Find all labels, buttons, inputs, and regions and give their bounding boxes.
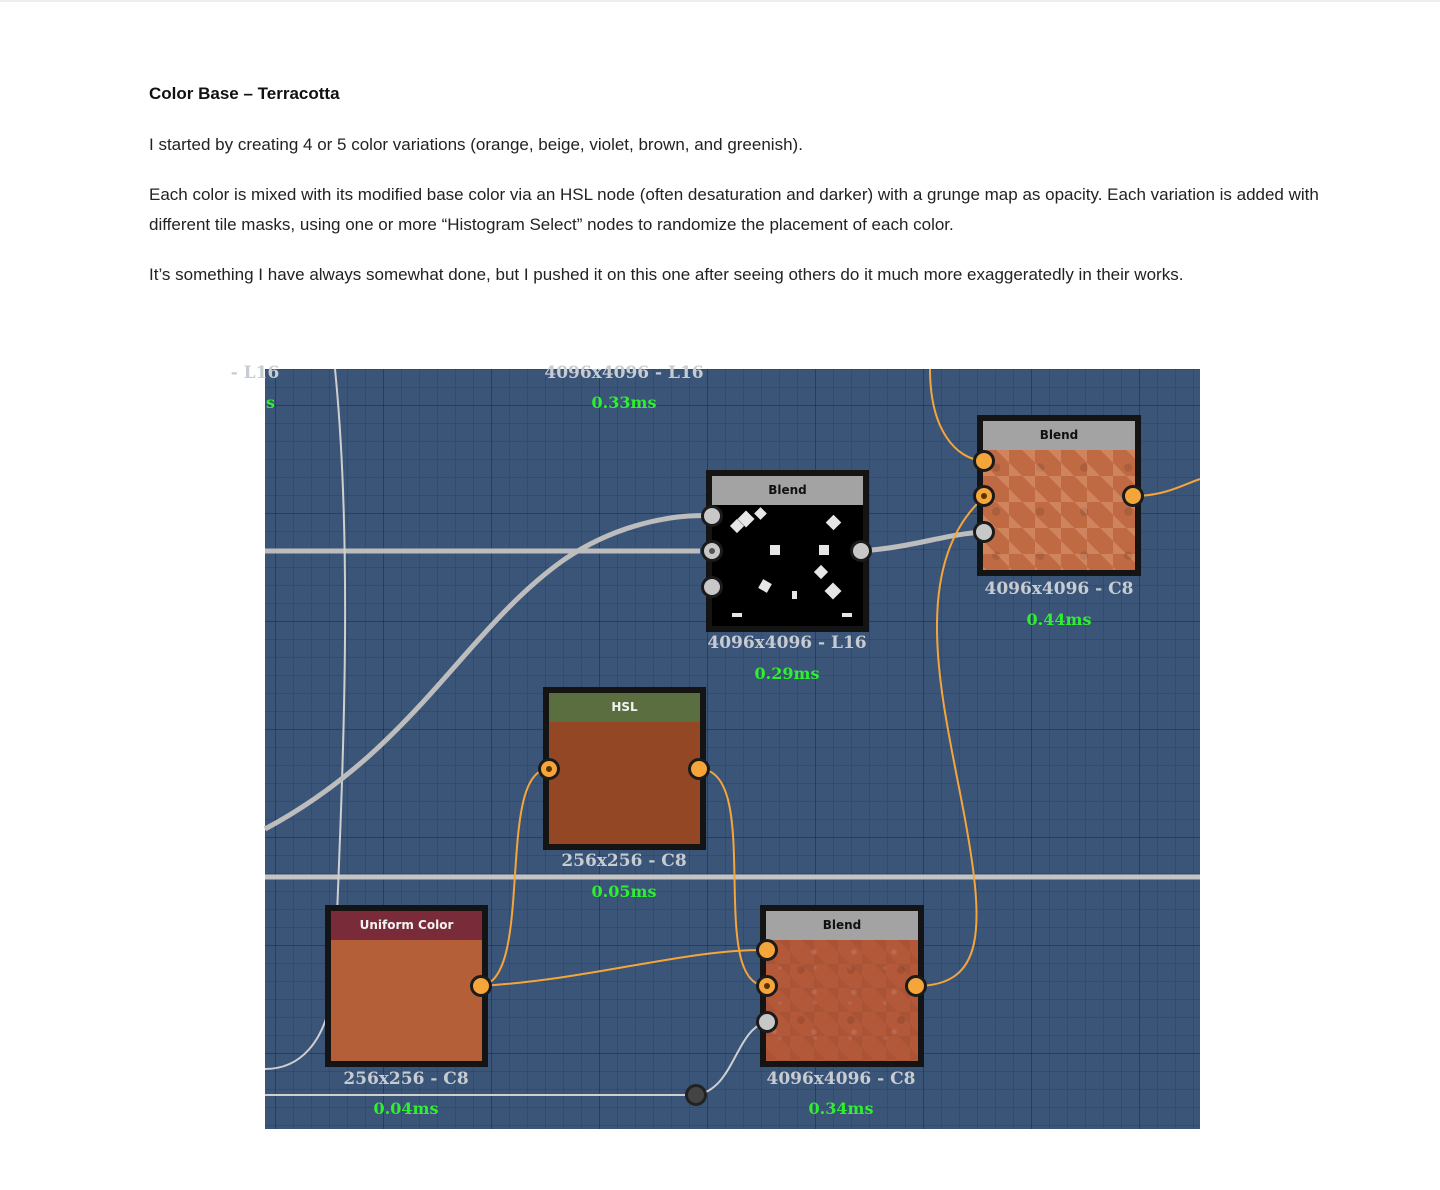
wire-hsl-to-blend <box>698 768 768 987</box>
top-divider <box>0 0 1440 2</box>
article: Color Base – Terracotta I started by cre… <box>149 82 1329 284</box>
uniform-color-node[interactable]: Uniform Color <box>325 905 488 1067</box>
blend-bottom-preview <box>766 940 918 1061</box>
blend-mask-time: 0.29ms <box>754 664 820 683</box>
blend-mask-resolution: 4096x4096 - L16 <box>707 633 867 653</box>
blend-bottom-output-port[interactable] <box>905 975 927 997</box>
blend-top-right-node[interactable]: Blend <box>977 415 1141 576</box>
blend-mask-node[interactable]: Blend <box>706 470 869 632</box>
hsl-node[interactable]: HSL <box>543 687 706 850</box>
wire-blend-to-topright <box>915 496 985 987</box>
blend-top-right-input-opacity-port[interactable] <box>973 521 995 543</box>
node-graph-image: - L16 s 4096x4096 - L16 0.33ms Blend 409… <box>231 363 1201 1129</box>
paragraph-1: I started by creating 4 or 5 color varia… <box>149 135 803 154</box>
blend-top-right-input-background-port[interactable] <box>973 485 995 507</box>
node-title: Blend <box>712 476 863 505</box>
node-title: Uniform Color <box>331 911 482 940</box>
node-title: Blend <box>766 911 918 940</box>
blend-bottom-input-foreground-port[interactable] <box>756 939 778 961</box>
wire-uniform-to-hsl <box>480 768 550 987</box>
hsl-output-port[interactable] <box>688 758 710 780</box>
blend-top-right-output-port[interactable] <box>1122 485 1144 507</box>
hsl-preview <box>549 722 700 844</box>
uniform-color-output-port[interactable] <box>470 975 492 997</box>
blend-top-right-resolution: 4096x4096 - C8 <box>984 579 1134 599</box>
partial-time-top: 0.33ms <box>591 393 657 412</box>
wire-vertical-thin <box>264 368 347 1070</box>
uniform-color-time: 0.04ms <box>373 1099 439 1118</box>
node-title: Blend <box>983 421 1135 450</box>
wire-orange-right <box>1133 478 1201 497</box>
uniform-color-preview <box>331 940 482 1061</box>
partial-resolution-top: 4096x4096 - L16 <box>544 363 704 383</box>
paragraph-3: It’s something I have always somewhat do… <box>149 265 1184 284</box>
blend-bottom-node[interactable]: Blend <box>760 905 924 1067</box>
blend-bottom-input-opacity-port[interactable] <box>756 1011 778 1033</box>
blend-mask-output-port[interactable] <box>850 540 872 562</box>
blend-top-right-time: 0.44ms <box>1026 610 1092 629</box>
uniform-color-resolution: 256x256 - C8 <box>343 1069 469 1089</box>
partial-time-left: s <box>265 393 275 412</box>
wire-s-curve <box>263 513 713 832</box>
hsl-time: 0.05ms <box>591 882 657 901</box>
blend-bottom-time: 0.34ms <box>808 1099 874 1118</box>
graph-wires <box>263 368 1201 1096</box>
hsl-input-port[interactable] <box>538 758 560 780</box>
wire-reroute-dot[interactable] <box>685 1084 707 1106</box>
paragraph-2: Each color is mixed with its modified ba… <box>149 185 1319 234</box>
wire-orange-top <box>929 368 985 462</box>
blend-top-right-input-foreground-port[interactable] <box>973 450 995 472</box>
blend-bottom-resolution: 4096x4096 - C8 <box>766 1069 916 1089</box>
section-heading: Color Base – Terracotta <box>149 84 340 103</box>
blend-top-right-preview <box>983 450 1135 570</box>
wire-uniform-to-blend <box>480 948 768 987</box>
partial-resolution-left: - L16 <box>230 363 280 383</box>
wire-mask-to-blend <box>860 529 985 554</box>
blend-mask-input-foreground-port[interactable] <box>701 505 723 527</box>
hsl-resolution: 256x256 - C8 <box>561 851 687 871</box>
node-title: HSL <box>549 693 700 722</box>
mask-preview <box>712 505 863 626</box>
blend-mask-input-background-port[interactable] <box>701 540 723 562</box>
blend-mask-input-opacity-port[interactable] <box>701 576 723 598</box>
blend-bottom-input-background-port[interactable] <box>756 975 778 997</box>
